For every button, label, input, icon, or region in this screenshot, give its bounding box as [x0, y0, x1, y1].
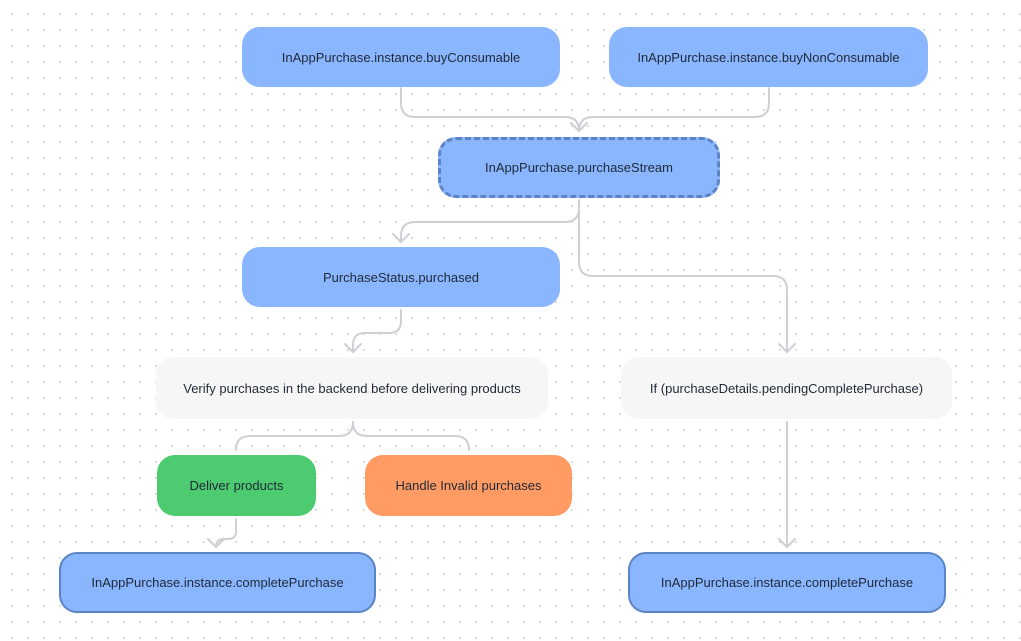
verify-purchases-node: Verify purchases in the backend before d… — [156, 357, 548, 419]
connector-verify-to-invalid — [352, 421, 470, 451]
arrowhead-status — [392, 233, 410, 243]
purchase-stream-node: InAppPurchase.purchaseStream — [438, 137, 720, 198]
connector-status-to-verify — [352, 309, 402, 353]
deliver-products-label: Deliver products — [189, 478, 284, 493]
buy-nonconsumable-label: InAppPurchase.instance.buyNonConsumable — [637, 49, 900, 65]
handle-invalid-purchases-label: Handle Invalid purchases — [395, 478, 542, 493]
connector-buy-nonconsumable-to-stream — [578, 87, 770, 132]
buy-nonconsumable-node: InAppPurchase.instance.buyNonConsumable — [609, 27, 928, 87]
connector-stream-to-status — [400, 199, 580, 243]
purchase-status-node: PurchaseStatus.purchased — [242, 247, 560, 307]
verify-purchases-label: Verify purchases in the backend before d… — [183, 380, 521, 396]
arrowhead-pending — [778, 343, 796, 353]
complete-purchase-node-left: InAppPurchase.instance.completePurchase — [59, 552, 376, 613]
connector-stream-to-pending — [578, 199, 788, 353]
arrowhead-verify — [344, 343, 362, 353]
pending-complete-condition-node: If (purchaseDetails.pendingCompletePurch… — [621, 357, 952, 419]
connector-deliver-to-complete — [215, 518, 237, 548]
arrowhead-complete-right — [778, 538, 796, 548]
buy-consumable-label: InAppPurchase.instance.buyConsumable — [281, 49, 521, 65]
pending-complete-condition-label: If (purchaseDetails.pendingCompletePurch… — [649, 380, 924, 396]
complete-purchase-node-right: InAppPurchase.instance.completePurchase — [628, 552, 946, 613]
arrowhead-stream — [570, 122, 588, 132]
connector-verify-to-deliver — [235, 421, 354, 451]
deliver-products-node: Deliver products — [157, 455, 316, 516]
handle-invalid-purchases-node: Handle Invalid purchases — [365, 455, 572, 516]
arrowhead-complete-left — [207, 538, 225, 548]
connector-buy-consumable-to-stream — [400, 87, 580, 132]
complete-purchase-label-left: InAppPurchase.instance.completePurchase — [91, 575, 344, 590]
complete-purchase-label-right: InAppPurchase.instance.completePurchase — [660, 575, 914, 590]
purchase-status-label: PurchaseStatus.purchased — [322, 269, 480, 285]
purchase-stream-label: InAppPurchase.purchaseStream — [485, 160, 673, 175]
buy-consumable-node: InAppPurchase.instance.buyConsumable — [242, 27, 560, 87]
